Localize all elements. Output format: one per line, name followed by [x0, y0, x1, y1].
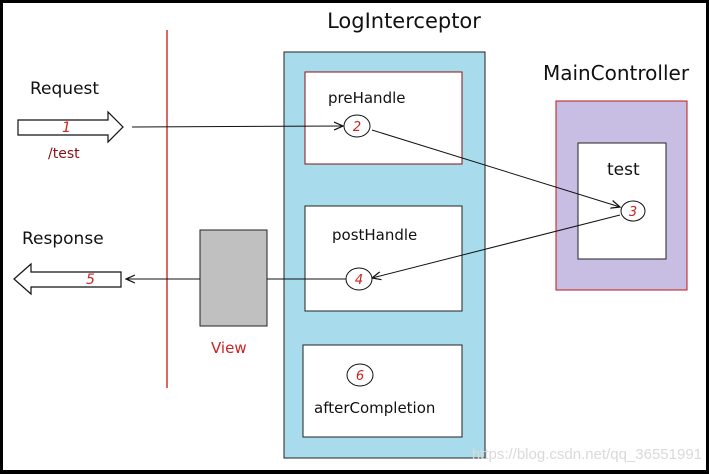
request-arrow-icon [17, 110, 124, 144]
step-circle-posthandle [345, 267, 373, 291]
interceptor-title: LogInterceptor [327, 9, 481, 33]
prehandle-label: preHandle [328, 89, 405, 107]
step-circle-aftercompletion [346, 363, 374, 387]
controller-title: MainController [543, 61, 690, 85]
request-label: Request [30, 79, 99, 99]
view-label: View [211, 339, 247, 357]
flow-arrow-prehandle-to-controller [371, 129, 620, 207]
step-number-posthandle: 4 [355, 273, 363, 288]
prehandle-box [304, 71, 463, 165]
step-number-aftercompletion: 6 [356, 369, 364, 384]
step-number-controller: 3 [629, 205, 637, 220]
step-circle-prehandle [343, 114, 371, 138]
aftercompletion-box [302, 344, 463, 438]
step-circle-controller [620, 200, 646, 222]
test-method-box [577, 142, 667, 260]
flow-arrow-request-to-prehandle [131, 126, 343, 127]
response-label: Response [22, 229, 104, 249]
response-step-number: 5 [86, 272, 95, 288]
posthandle-box [304, 205, 463, 312]
request-path: /test [48, 146, 80, 162]
aftercompletion-label: afterCompletion [314, 399, 435, 417]
test-method-label: test [607, 160, 640, 180]
watermark-text: https://blog.csdn.net/qq_36551991 [472, 446, 702, 463]
step-number-prehandle: 2 [353, 120, 361, 135]
response-arrow-icon [13, 262, 122, 296]
flow-arrow-controller-to-posthandle [372, 214, 621, 278]
posthandle-label: postHandle [332, 226, 417, 244]
view-box [199, 229, 268, 327]
request-step-number: 1 [62, 120, 71, 136]
